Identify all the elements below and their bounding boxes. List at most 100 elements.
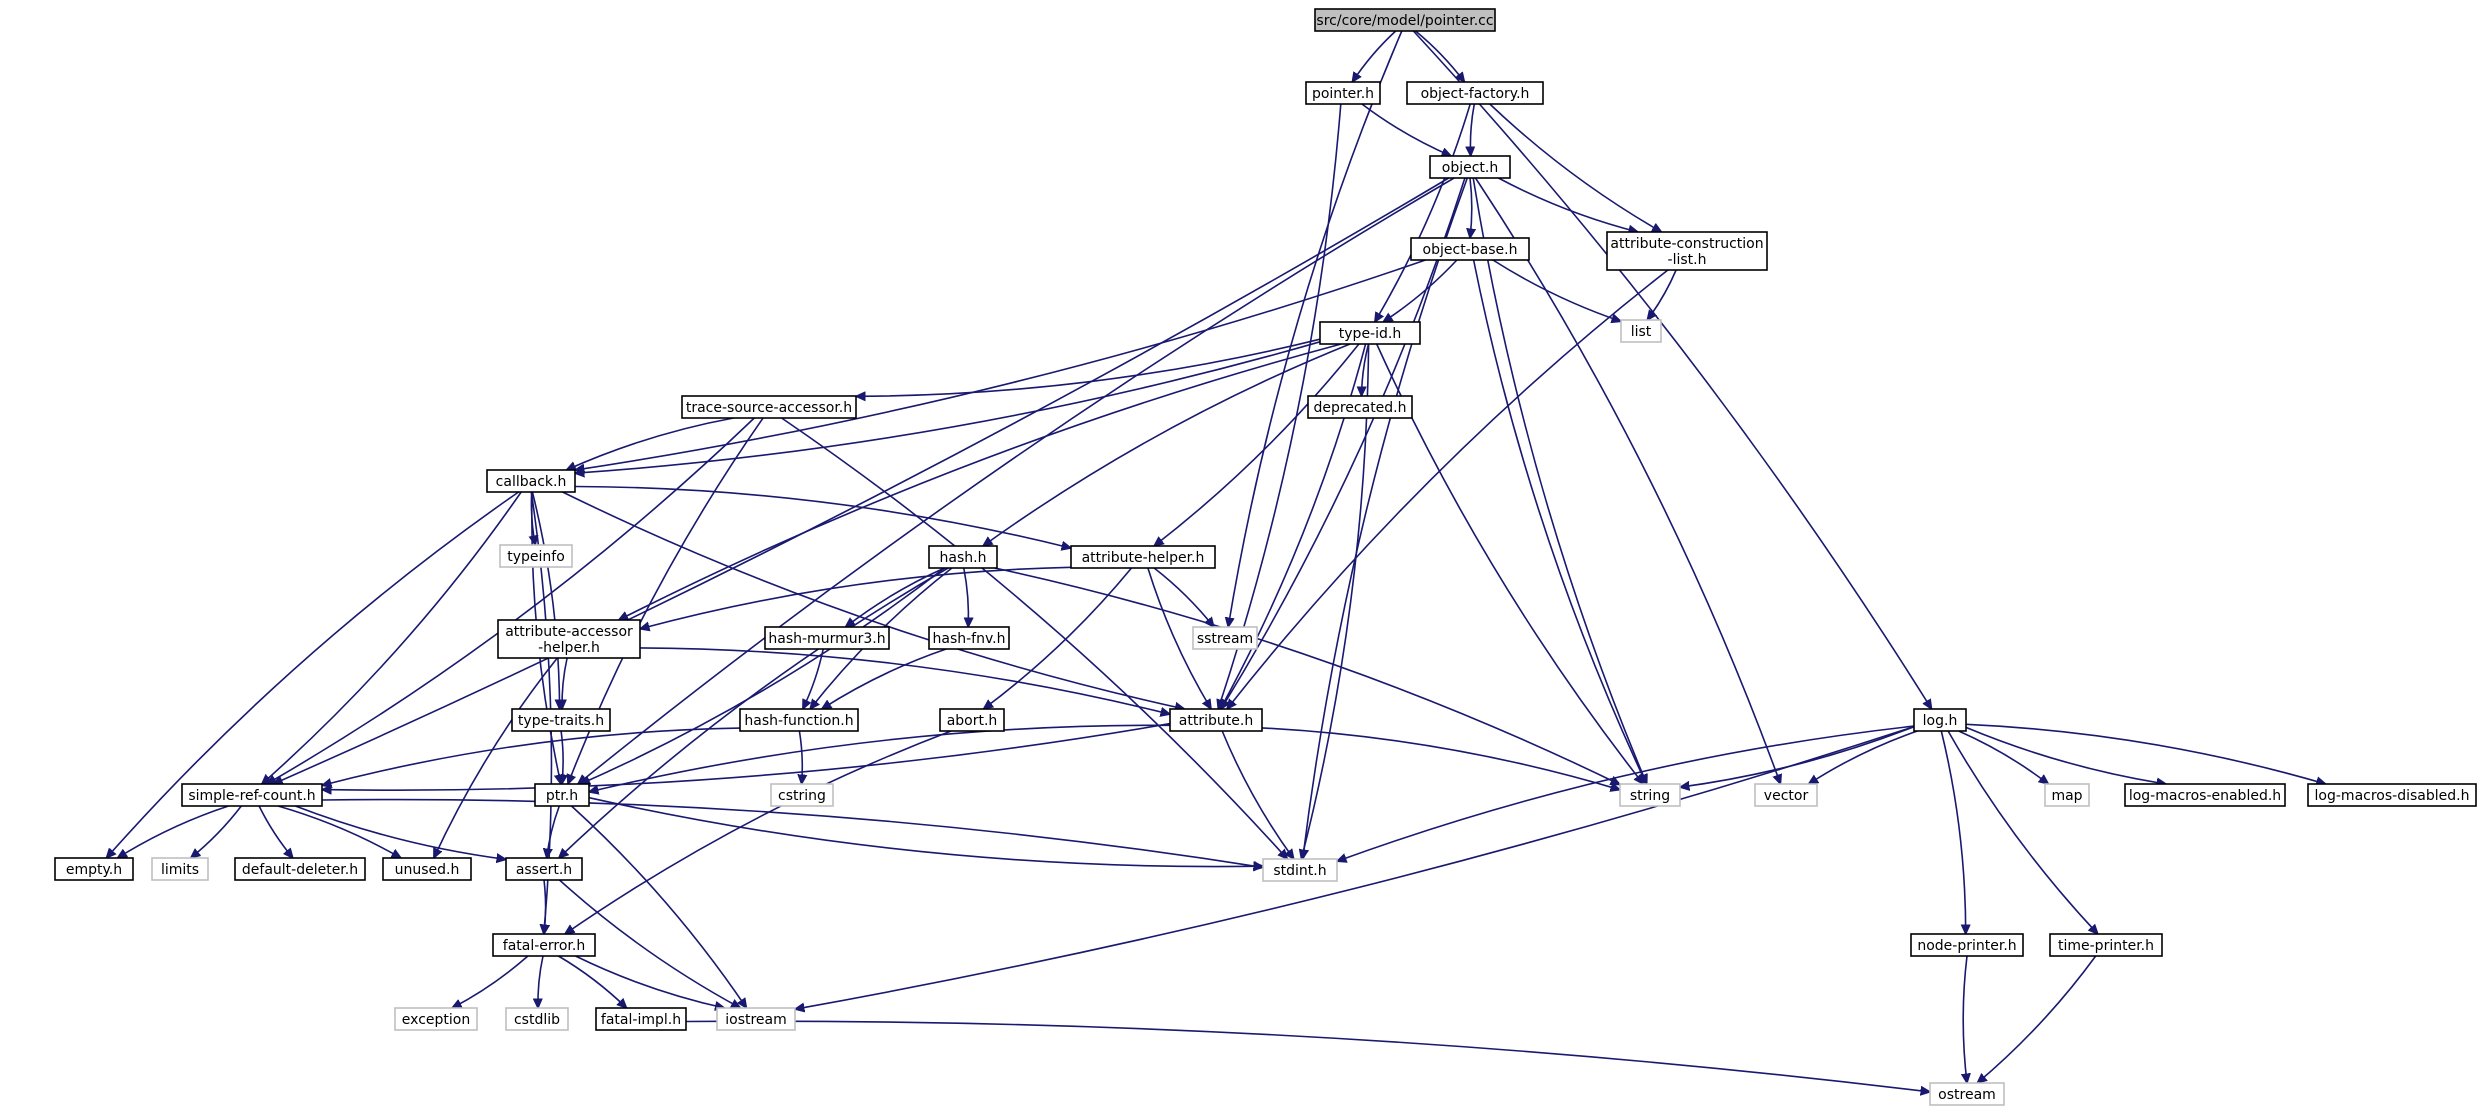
node-unused-h[interactable]: unused.h	[382, 857, 472, 881]
edge-object-base-h-to-type-id-h	[1383, 259, 1458, 322]
node-type-traits-h[interactable]: type-traits.h	[511, 708, 611, 732]
edge-simple-ref-count-h-to-stdint-h	[321, 798, 1263, 868]
node-deprecated-h[interactable]: deprecated.h	[1307, 395, 1413, 419]
edge-hash-function-h-to-cstring	[799, 730, 802, 784]
node-vector-label: vector	[1764, 788, 1809, 804]
node-abort-h-box	[939, 708, 1005, 732]
node-type-id-h[interactable]: type-id.h	[1319, 321, 1421, 345]
edge-hash-fnv-h-to-hash-function-h	[822, 648, 947, 709]
edge-log-h-to-node-printer-h	[1940, 730, 1965, 934]
edges-layer	[106, 30, 2325, 1092]
node-pointer-h-box	[1305, 81, 1381, 105]
node-hash-function-h-label: hash-function.h	[744, 713, 853, 729]
node-hash-murmur3-h-box	[764, 626, 890, 650]
node-node-printer-h[interactable]: node-printer.h	[1910, 933, 2024, 957]
node-string: string	[1619, 783, 1681, 807]
node-fatal-error-h[interactable]: fatal-error.h	[492, 933, 596, 957]
node-cstring-label: cstring	[778, 788, 826, 804]
edge-attribute-helper-h-to-abort-h	[984, 567, 1133, 709]
edge-object-base-h-to-callback-h	[575, 259, 1426, 470]
node-exception-box	[394, 1007, 478, 1031]
node-time-printer-h-label: time-printer.h	[2058, 938, 2154, 954]
node-trace-source-accessor-h[interactable]: trace-source-accessor.h	[681, 395, 857, 419]
node-log-macros-enabled-h[interactable]: log-macros-enabled.h	[2124, 783, 2286, 807]
edge-callback-h-to-type-traits-h	[531, 491, 559, 709]
node-limits: limits	[151, 857, 209, 881]
edge-type-id-h-to-attribute-helper-h	[1154, 343, 1360, 546]
node-abort-h[interactable]: abort.h	[939, 708, 1005, 732]
node-ptr-h[interactable]: ptr.h	[534, 783, 590, 807]
edge-callback-h-to-empty-h	[106, 491, 520, 858]
node-fatal-impl-h-box	[595, 1007, 687, 1031]
edge-log-h-to-iostream	[795, 725, 1915, 1010]
node-object-h[interactable]: object.h	[1429, 155, 1511, 179]
node-attribute-helper-h[interactable]: attribute-helper.h	[1070, 545, 1216, 569]
edge-object-factory-h-to-object-h	[1470, 103, 1474, 156]
node-attribute-h[interactable]: attribute.h	[1169, 708, 1263, 732]
node-ostream: ostream	[1929, 1082, 2005, 1106]
node-time-printer-h[interactable]: time-printer.h	[2049, 933, 2163, 957]
edge-abort-h-to-fatal-error-h	[565, 730, 952, 934]
node-log-macros-disabled-h-label: log-macros-disabled.h	[2315, 788, 2470, 804]
node-pointer-h[interactable]: pointer.h	[1305, 81, 1381, 105]
node-object-base-h[interactable]: object-base.h	[1410, 237, 1530, 261]
edge-ptr-h-to-iostream	[570, 805, 747, 1008]
node-attr-accessor-helper-h-label: attribute-accessor	[505, 624, 633, 640]
node-stdint-h: stdint.h	[1262, 858, 1338, 882]
node-empty-h[interactable]: empty.h	[54, 857, 134, 881]
edge-time-printer-h-to-ostream	[1977, 955, 2097, 1083]
node-hash-fnv-h[interactable]: hash-fnv.h	[928, 626, 1010, 650]
node-vector: vector	[1754, 783, 1818, 807]
node-log-h-label: log.h	[1923, 713, 1958, 729]
node-root[interactable]: src/core/model/pointer.cc	[1314, 8, 1496, 32]
edge-root-to-pointer-h	[1352, 30, 1397, 82]
node-object-base-h-box	[1410, 237, 1530, 261]
edge-attr-accessor-helper-h-to-type-traits-h	[562, 657, 568, 709]
node-callback-h[interactable]: callback.h	[486, 469, 576, 493]
node-simple-ref-count-h-box	[181, 783, 323, 807]
edge-log-h-to-vector	[1809, 730, 1918, 784]
node-type-traits-h-box	[511, 708, 611, 732]
node-log-macros-disabled-h[interactable]: log-macros-disabled.h	[2307, 783, 2477, 807]
node-list: list	[1620, 319, 1662, 343]
node-simple-ref-count-h[interactable]: simple-ref-count.h	[181, 783, 323, 807]
node-limits-box	[151, 857, 209, 881]
node-log-h[interactable]: log.h	[1913, 708, 1967, 732]
node-cstdlib-box	[505, 1007, 569, 1031]
node-object-factory-h[interactable]: object-factory.h	[1406, 81, 1544, 105]
edge-object-factory-h-to-attr-cons-list-h	[1489, 103, 1662, 232]
edge-type-id-h-to-callback-h	[575, 341, 1321, 473]
edge-object-factory-h-to-type-id-h	[1375, 103, 1471, 322]
node-attr-cons-list-h[interactable]: attribute-construction-list.h	[1606, 231, 1768, 271]
node-empty-h-box	[54, 857, 134, 881]
edge-attribute-h-to-ptr-h	[589, 724, 1171, 792]
node-map: map	[2044, 783, 2090, 807]
node-hash-murmur3-h[interactable]: hash-murmur3.h	[764, 626, 890, 650]
node-typeinfo: typeinfo	[499, 544, 573, 568]
node-hash-fnv-h-label: hash-fnv.h	[933, 631, 1006, 647]
node-attr-cons-list-h-box	[1606, 231, 1768, 271]
node-simple-ref-count-h-label: simple-ref-count.h	[188, 788, 315, 804]
node-node-printer-h-label: node-printer.h	[1917, 938, 2016, 954]
edge-log-h-to-time-printer-h	[1947, 730, 2098, 934]
node-assert-h[interactable]: assert.h	[505, 857, 583, 881]
node-hash-h[interactable]: hash.h	[928, 545, 998, 569]
edge-callback-h-to-simple-ref-count-h	[262, 491, 522, 784]
edge-object-h-to-attr-cons-list-h	[1498, 177, 1638, 232]
node-string-label: string	[1630, 788, 1670, 804]
edge-fatal-error-h-to-exception	[452, 955, 529, 1008]
node-fatal-impl-h[interactable]: fatal-impl.h	[595, 1007, 687, 1031]
node-hash-function-h-box	[739, 708, 859, 732]
node-typeinfo-box	[499, 544, 573, 568]
edge-hash-h-to-hash-fnv-h	[963, 567, 969, 627]
edge-pointer-h-to-object-h	[1361, 103, 1451, 156]
edge-attribute-h-to-simple-ref-count-h	[322, 722, 1171, 791]
node-attr-accessor-helper-h[interactable]: attribute-accessor-helper.h	[497, 619, 641, 659]
edge-object-h-to-object-base-h	[1470, 177, 1472, 238]
edge-assert-h-to-fatal-error-h	[544, 879, 546, 934]
node-deprecated-h-label: deprecated.h	[1313, 400, 1406, 416]
node-default-deleter-h[interactable]: default-deleter.h	[234, 857, 366, 881]
edge-object-h-to-string	[1472, 177, 1647, 784]
node-hash-function-h[interactable]: hash-function.h	[739, 708, 859, 732]
node-object-base-h-label: object-base.h	[1423, 242, 1518, 258]
